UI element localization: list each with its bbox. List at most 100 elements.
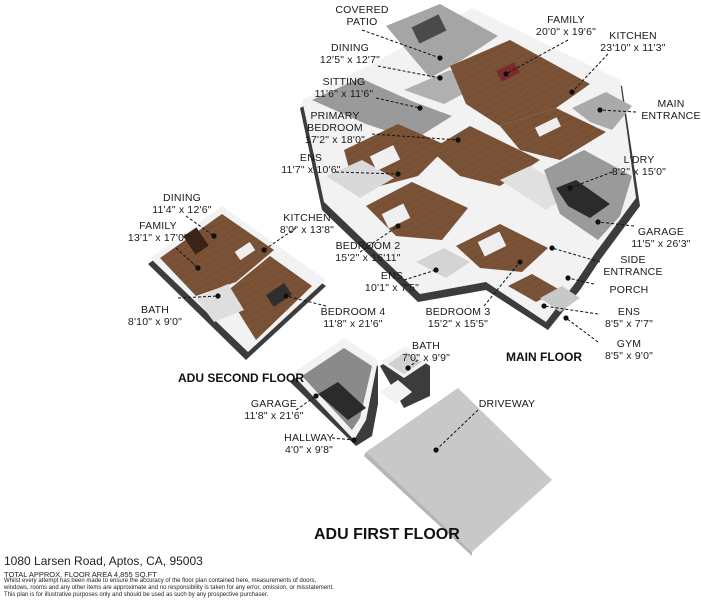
leader-line bbox=[571, 53, 609, 93]
room-dimensions: 20'0" x 19'6" bbox=[535, 26, 597, 38]
room-marker-dot bbox=[563, 315, 569, 321]
room-name: KITCHEN bbox=[609, 30, 657, 42]
room-label: PORCH bbox=[584, 284, 674, 296]
room-name: GARAGE bbox=[250, 398, 298, 410]
leader-line bbox=[263, 227, 297, 251]
covered-patio-floor bbox=[386, 4, 498, 78]
room-dimensions: 10'1" x 7'5" bbox=[364, 282, 420, 294]
room-dimensions: 11'8" x 21'6" bbox=[323, 318, 383, 330]
leader-line bbox=[335, 171, 399, 175]
adu-first-floor-title: ADU FIRST FLOOR bbox=[314, 526, 460, 543]
room-name: FAMILY bbox=[547, 14, 585, 26]
room-dimensions: 11'7" x 10'6" bbox=[281, 164, 341, 176]
room-marker-dots bbox=[195, 55, 603, 453]
room-marker-dot bbox=[567, 185, 573, 191]
room-name: KITCHEN bbox=[283, 212, 331, 224]
room-name: BEDROOM 2 bbox=[335, 240, 401, 252]
room-name: L'DRY bbox=[623, 154, 655, 166]
room-marker-dot bbox=[395, 223, 401, 229]
leader-line bbox=[403, 269, 437, 281]
room-name: SITTING bbox=[322, 76, 366, 88]
room-marker-dot bbox=[195, 265, 201, 271]
adu-family-floor bbox=[160, 214, 274, 296]
room-marker-dot bbox=[283, 293, 289, 299]
room-dimensions: 23'10" x 11'3" bbox=[600, 42, 666, 54]
room-dimensions: 7'0" x 9'9" bbox=[401, 352, 451, 364]
room-label: DRIVEWAY bbox=[462, 398, 552, 410]
room-marker-dot bbox=[261, 247, 267, 253]
label-leader-lines bbox=[175, 29, 637, 451]
leader-line bbox=[371, 133, 459, 141]
room-marker-dot bbox=[351, 437, 357, 443]
room-dimensions: 11'4" x 12'6" bbox=[152, 204, 212, 216]
leader-line bbox=[177, 295, 219, 299]
leader-line bbox=[375, 97, 421, 109]
leader-line bbox=[359, 225, 399, 253]
main-floor-title: MAIN FLOOR bbox=[506, 350, 582, 364]
family-floor bbox=[450, 40, 590, 126]
room-dimensions: 15'2" x 15'5" bbox=[427, 318, 489, 330]
room-marker-dot bbox=[433, 267, 439, 273]
disclaimer-line-1: Whilst every attempt has been made to en… bbox=[4, 578, 317, 584]
room-name: FAMILY bbox=[139, 220, 177, 232]
leader-line bbox=[295, 395, 317, 411]
room-dimensions: 8'2" x 15'0" bbox=[611, 166, 667, 178]
room-name: COVERED bbox=[335, 4, 389, 16]
room-name: BATH bbox=[140, 304, 170, 316]
room-marker-dot bbox=[417, 105, 423, 111]
room-name: BATH bbox=[411, 340, 441, 352]
room-marker-dot bbox=[433, 447, 439, 453]
room-marker-dot bbox=[437, 55, 443, 61]
room-name: PORCH bbox=[609, 284, 649, 296]
leader-line bbox=[185, 215, 215, 237]
room-marker-dot bbox=[517, 259, 523, 265]
room-marker-dot bbox=[437, 75, 443, 81]
leader-line bbox=[565, 317, 599, 343]
room-name-line-2: ENTRANCE bbox=[641, 110, 701, 122]
room-marker-dot bbox=[569, 89, 575, 95]
room-name: HALLWAY bbox=[284, 432, 334, 444]
sitting-floor bbox=[312, 78, 452, 140]
room-marker-dot bbox=[595, 219, 601, 225]
total-floor-area: TOTAL APPROX. FLOOR AREA 4,855 SQ.FT bbox=[4, 570, 157, 579]
room-name: GYM bbox=[616, 338, 642, 350]
leader-line bbox=[543, 305, 599, 315]
adu-garage-car bbox=[318, 382, 366, 420]
room-name: ENS bbox=[617, 306, 641, 318]
room-dimensions: 4'0" x 9'8" bbox=[284, 444, 334, 456]
leader-line bbox=[331, 437, 355, 441]
room-name-line-2: BEDROOM bbox=[307, 122, 363, 134]
room-dimensions: 11'8" x 21'6" bbox=[244, 410, 304, 422]
room-dimensions: 11'6" x 11'6" bbox=[314, 88, 374, 100]
room-marker-dot bbox=[211, 233, 217, 239]
room-name: GARAGE bbox=[637, 226, 685, 238]
room-marker-dot bbox=[541, 303, 547, 309]
room-name: DINING bbox=[163, 192, 201, 204]
leader-line bbox=[361, 29, 441, 59]
leader-line bbox=[599, 109, 637, 113]
leader-line bbox=[597, 221, 635, 227]
adu-first-floor-model bbox=[290, 338, 552, 556]
room-marker-dot bbox=[405, 365, 411, 371]
room-marker-dot bbox=[565, 275, 571, 281]
